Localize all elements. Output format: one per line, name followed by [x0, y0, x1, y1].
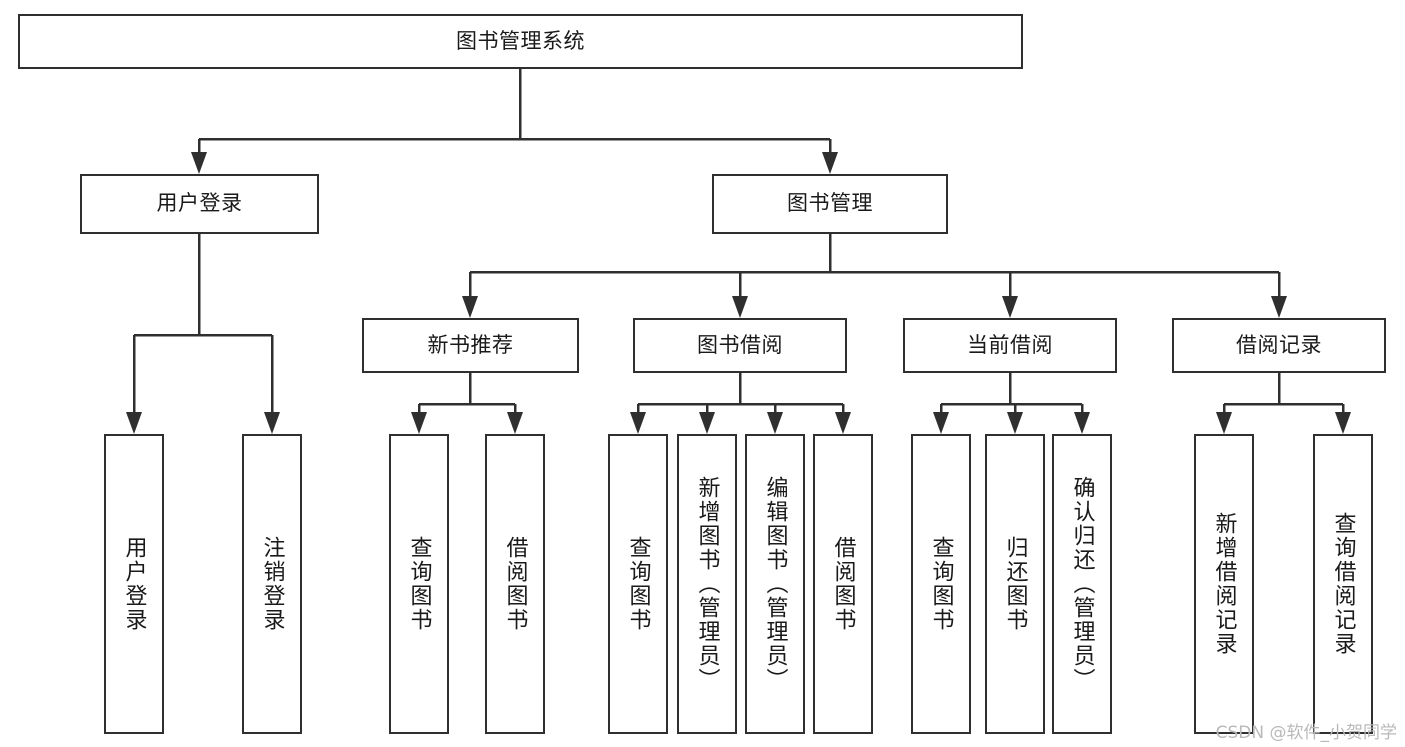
edge-record-group-arrowhead-1: [1335, 412, 1351, 434]
edge-bookmanage-group-arrowhead-3: [1271, 296, 1287, 318]
node-label-leaf-borrow-book-2: 借阅图书: [830, 536, 856, 632]
node-leaf-query-book-2[interactable]: 查询图书: [608, 434, 668, 734]
node-label-leaf-query-record: 查询借阅记录: [1330, 512, 1356, 656]
edge-current-group-arrowhead-1: [1007, 412, 1023, 434]
node-book-borrow[interactable]: 图书借阅: [633, 318, 847, 373]
node-user-login[interactable]: 用户登录: [80, 174, 319, 234]
edge-borrow-group-arrowhead-3: [835, 412, 851, 434]
edge-root-group-arrowhead-0: [191, 152, 207, 174]
node-current-borrow[interactable]: 当前借阅: [903, 318, 1117, 373]
node-label-leaf-confirm-return: 确认归还（管理员）: [1069, 476, 1095, 692]
node-leaf-query-book-1[interactable]: 查询图书: [389, 434, 449, 734]
node-label-book-borrow: 图书借阅: [697, 332, 783, 357]
node-label-book-manage: 图书管理: [787, 191, 873, 216]
node-label-leaf-borrow-book-1: 借阅图书: [502, 536, 528, 632]
node-leaf-add-record[interactable]: 新增借阅记录: [1194, 434, 1254, 734]
node-borrow-record[interactable]: 借阅记录: [1172, 318, 1386, 373]
node-leaf-logout[interactable]: 注销登录: [242, 434, 302, 734]
node-label-user-login: 用户登录: [156, 191, 243, 216]
node-label-current-borrow: 当前借阅: [967, 332, 1053, 357]
node-label-leaf-logout: 注销登录: [259, 536, 285, 632]
node-label-leaf-query-book-1: 查询图书: [406, 536, 432, 632]
node-leaf-borrow-book-1[interactable]: 借阅图书: [485, 434, 545, 734]
edge-userlogin-group-arrowhead-0: [126, 412, 142, 434]
node-leaf-add-book[interactable]: 新增图书（管理员）: [677, 434, 737, 734]
edge-current-group-arrowhead-0: [933, 412, 949, 434]
edge-root-group-arrowhead-1: [822, 152, 838, 174]
node-label-leaf-add-record: 新增借阅记录: [1211, 512, 1237, 656]
edge-record-group-arrowhead-0: [1216, 412, 1232, 434]
watermark: CSDN @软件_小贺同学: [1215, 723, 1397, 743]
node-label-new-book-recommend: 新书推荐: [427, 332, 514, 357]
node-leaf-borrow-book-2[interactable]: 借阅图书: [813, 434, 873, 734]
node-label-borrow-record: 借阅记录: [1236, 332, 1322, 357]
edge-recommend-group-arrowhead-0: [411, 412, 427, 434]
node-leaf-user-login[interactable]: 用户登录: [104, 434, 164, 734]
node-leaf-confirm-return[interactable]: 确认归还（管理员）: [1052, 434, 1112, 734]
node-label-leaf-query-book-2: 查询图书: [625, 536, 651, 632]
node-label-root: 图书管理系统: [456, 28, 585, 53]
node-leaf-edit-book[interactable]: 编辑图书（管理员）: [745, 434, 805, 734]
node-label-leaf-add-book: 新增图书（管理员）: [694, 476, 720, 692]
edge-bookmanage-group-arrowhead-2: [1002, 296, 1018, 318]
node-label-leaf-edit-book: 编辑图书（管理员）: [762, 476, 788, 692]
node-book-manage[interactable]: 图书管理: [712, 174, 948, 234]
node-leaf-query-book-3[interactable]: 查询图书: [911, 434, 971, 734]
node-label-leaf-return-book: 归还图书: [1002, 536, 1028, 632]
node-root[interactable]: 图书管理系统: [18, 14, 1023, 69]
edge-userlogin-group-arrowhead-1: [264, 412, 280, 434]
node-new-book-recommend[interactable]: 新书推荐: [362, 318, 579, 373]
node-label-leaf-user-login: 用户登录: [121, 536, 147, 632]
node-leaf-query-record[interactable]: 查询借阅记录: [1313, 434, 1373, 734]
edge-borrow-group-arrowhead-1: [699, 412, 715, 434]
edge-current-group-arrowhead-2: [1074, 412, 1090, 434]
edge-bookmanage-group-arrowhead-1: [732, 296, 748, 318]
node-label-leaf-query-book-3: 查询图书: [928, 536, 954, 632]
edge-bookmanage-group-arrowhead-0: [462, 296, 478, 318]
edge-recommend-group-arrowhead-1: [507, 412, 523, 434]
edge-borrow-group-arrowhead-2: [767, 412, 783, 434]
edge-borrow-group-arrowhead-0: [630, 412, 646, 434]
node-leaf-return-book[interactable]: 归还图书: [985, 434, 1045, 734]
